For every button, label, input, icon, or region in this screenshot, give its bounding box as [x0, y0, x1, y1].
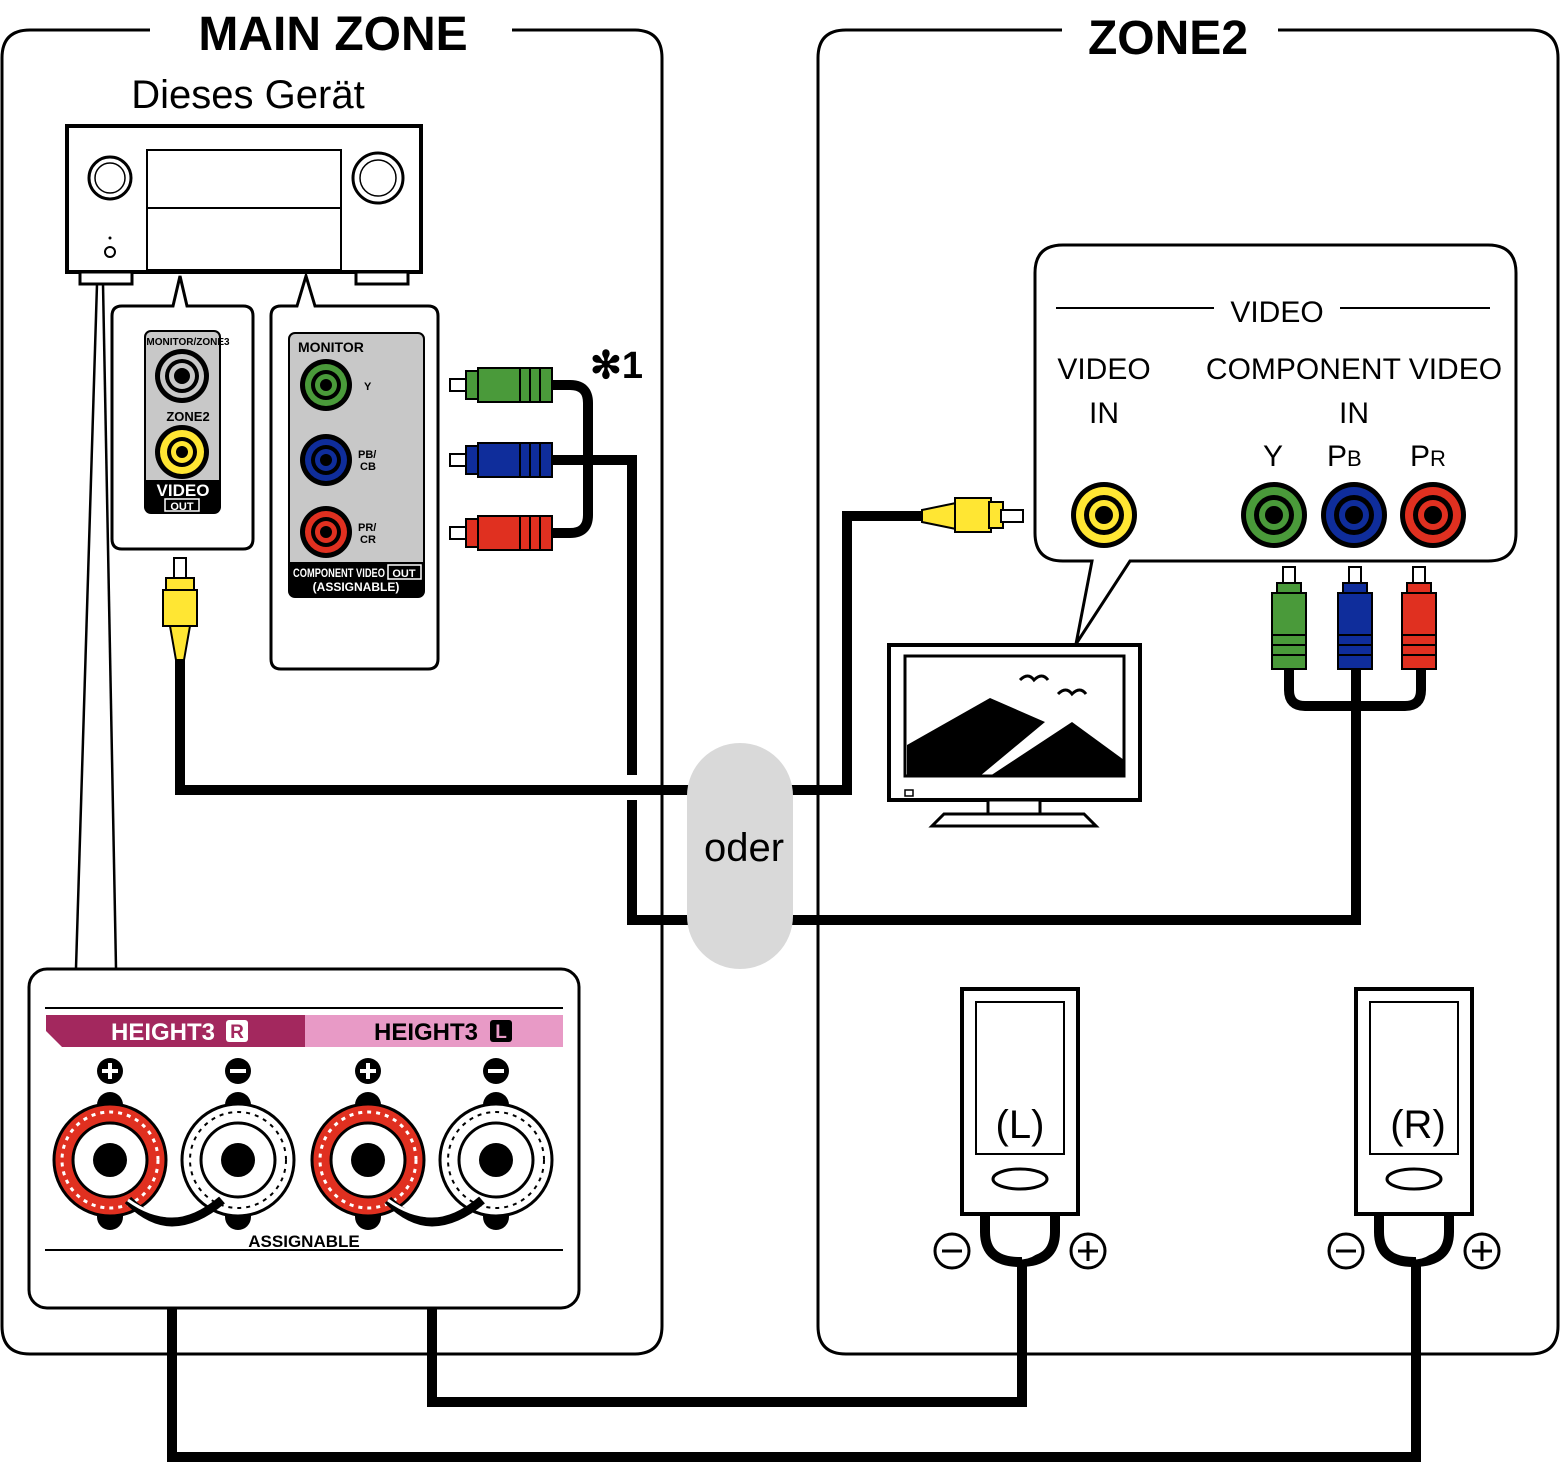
tv-pr-sub-label: R — [1430, 446, 1446, 471]
tv-video-in-label-2: IN — [1089, 397, 1119, 430]
component-cr-label: CR — [360, 534, 376, 546]
height3r-label: HEIGHT3 — [111, 1019, 215, 1046]
plus-icon — [1069, 1232, 1107, 1270]
component-monitor-label: MONITOR — [298, 339, 364, 355]
blue-plug-receiver — [449, 442, 553, 478]
component-video-out-label: COMPONENT VIDEO — [293, 566, 385, 580]
tv-pr-label: P — [1410, 440, 1430, 473]
monitor-zone3-jack — [155, 349, 209, 403]
height3r-minus-terminal — [180, 1092, 296, 1230]
zone2-video-out-jack — [155, 425, 209, 479]
device-label: Dieses Gerät — [131, 73, 364, 117]
height3r-plus-terminal — [52, 1092, 168, 1230]
tv-pr-in-jack — [1400, 482, 1466, 548]
component-assignable-label: (ASSIGNABLE) — [313, 580, 400, 594]
height3r-badge: R — [230, 1022, 244, 1043]
zone2-title: ZONE2 — [1088, 12, 1248, 65]
component-out-callout: MONITOR Y PB/ CB PR/ CR COMPONENT VIDEO — [269, 270, 440, 671]
tv-component-label-1: COMPONENT VIDEO — [1206, 353, 1502, 386]
video-out-callout: MONITOR/ZONE3 ZONE2 VIDEO OUT — [110, 275, 255, 551]
tv-pb-in-jack — [1321, 482, 1387, 548]
minus-icon — [483, 1058, 509, 1084]
component-out-y-jack — [300, 359, 352, 411]
plus-icon — [1463, 1232, 1501, 1270]
speaker-left-label: (L) — [996, 1103, 1045, 1147]
monitor-zone3-label: MONITOR/ZONE3 — [146, 337, 230, 348]
cables — [167, 380, 1426, 1462]
receiver-unit — [65, 124, 423, 286]
height3l-plus-terminal — [310, 1092, 426, 1230]
component-pb-label: PB/ — [358, 449, 376, 461]
oder-separator — [687, 743, 793, 969]
green-plug-receiver — [449, 367, 553, 403]
speaker-left: (L) — [933, 987, 1107, 1270]
component-pr-label: PR/ — [358, 522, 376, 534]
minus-icon — [933, 1232, 971, 1270]
video-out-label: VIDEO — [157, 481, 210, 500]
red-plug-receiver — [449, 515, 553, 551]
green-plug-tv — [1271, 566, 1307, 670]
tv-input-callout: VIDEO VIDEO IN COMPONENT VIDEO IN Y P B … — [1033, 243, 1518, 645]
tv-icon — [887, 643, 1142, 828]
tv-pb-sub-label: B — [1347, 446, 1362, 471]
component-out-pb-jack — [300, 434, 352, 486]
speaker-right: (R) — [1327, 987, 1501, 1270]
tv-component-label-2: IN — [1339, 397, 1369, 430]
tv-pb-label: P — [1327, 440, 1347, 473]
tv-video-heading: VIDEO — [1230, 296, 1323, 329]
minus-icon — [1327, 1232, 1365, 1270]
speaker-right-label: (R) — [1390, 1103, 1446, 1147]
assignable-label: ASSIGNABLE — [248, 1232, 359, 1251]
yellow-plug-tv — [921, 497, 1024, 533]
plus-icon — [97, 1058, 123, 1084]
zone2-jack-label: ZONE2 — [166, 409, 209, 424]
main-zone-title: MAIN ZONE — [198, 8, 467, 61]
red-plug-tv — [1401, 566, 1437, 670]
height3l-minus-terminal — [438, 1092, 554, 1230]
blue-plug-tv — [1337, 566, 1373, 670]
tv-video-in-label-1: VIDEO — [1057, 353, 1150, 386]
plus-icon — [355, 1058, 381, 1084]
footnote-marker: ✻1 — [590, 345, 643, 387]
main-zone-frame — [0, 28, 664, 1356]
component-out-pr-jack — [300, 506, 352, 558]
oder-label: oder — [704, 826, 784, 870]
tv-video-in-jack — [1071, 482, 1137, 548]
yellow-plug-receiver — [162, 557, 198, 661]
component-y-label: Y — [364, 381, 372, 393]
tv-y-label: Y — [1263, 440, 1283, 473]
minus-icon — [225, 1058, 251, 1084]
height3l-label: HEIGHT3 — [374, 1019, 478, 1046]
video-out-out-label: OUT — [170, 501, 194, 513]
component-out-out-label: OUT — [392, 568, 416, 580]
height3-terminal-panel: HEIGHT3 R HEIGHT3 L — [27, 967, 581, 1310]
component-cb-label: CB — [360, 461, 376, 473]
tv-y-in-jack — [1241, 482, 1307, 548]
zone2-frame — [816, 28, 1560, 1356]
height3l-badge: L — [495, 1022, 507, 1043]
